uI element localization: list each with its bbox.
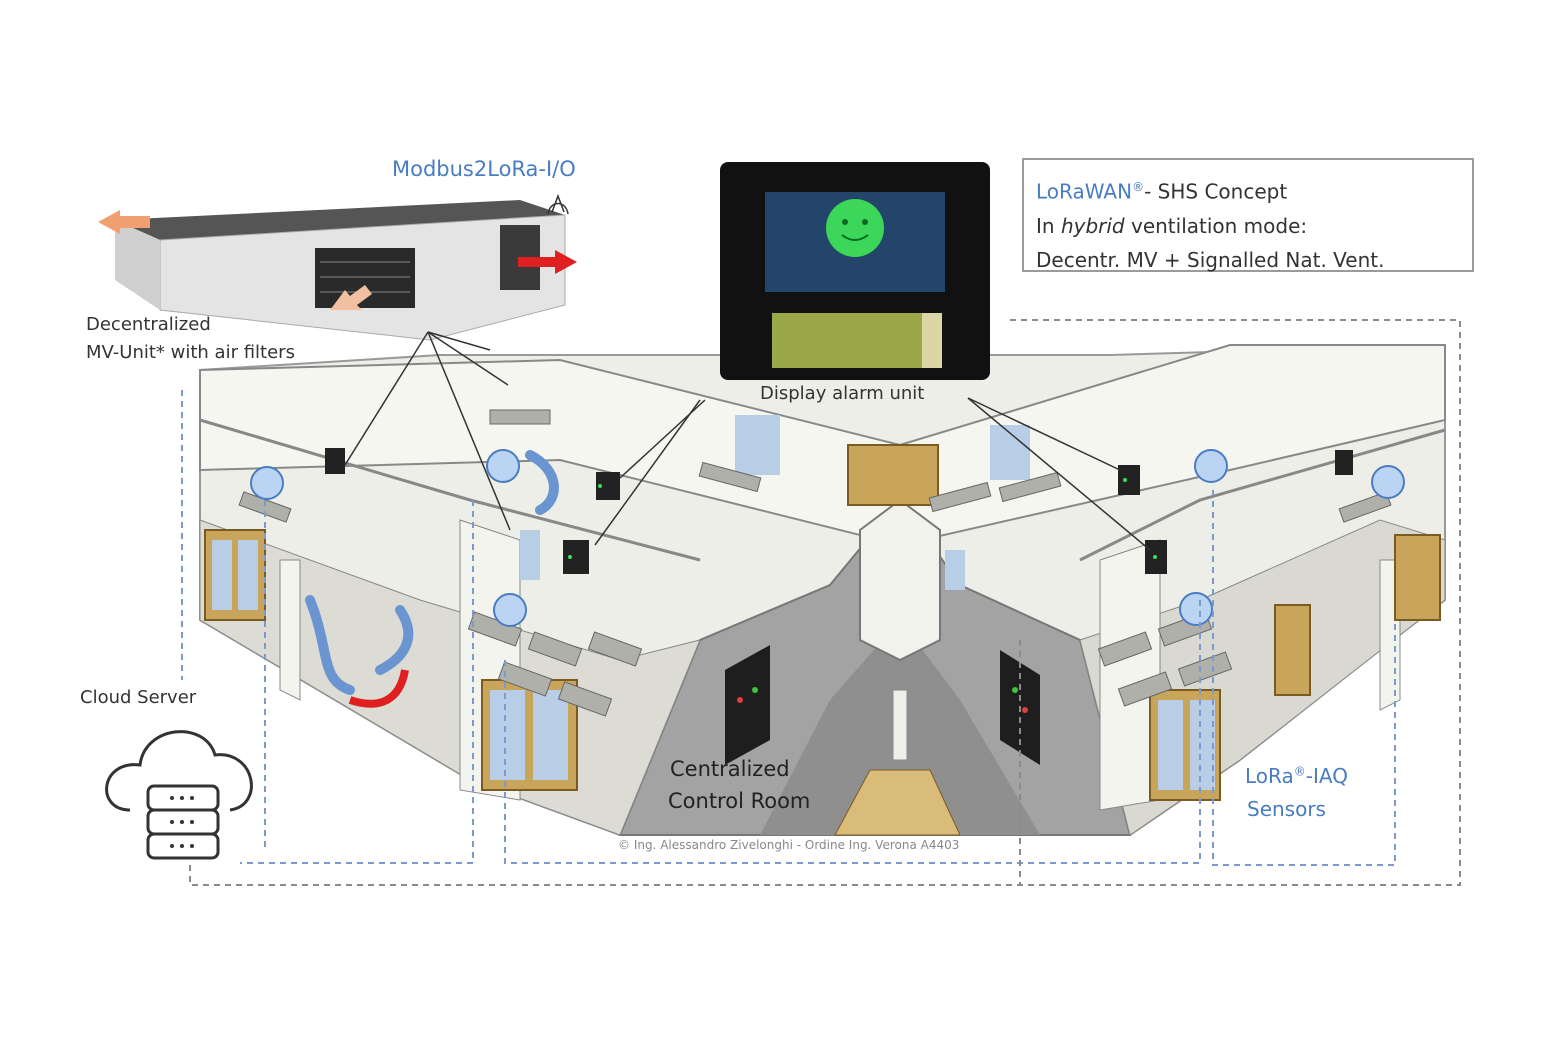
iaq-suffix: -IAQ bbox=[1305, 764, 1348, 788]
intake-arrow bbox=[518, 250, 577, 274]
iaq-sensors-label-line1: LoRa®-IAQ bbox=[1245, 764, 1348, 788]
mv-unit-label-line2: MV-Unit* with air filters bbox=[86, 342, 295, 363]
concept-brand: LoRaWAN bbox=[1036, 179, 1133, 204]
mv-unit-label-line1: Decentralized bbox=[86, 314, 211, 335]
concept-line1-rest: - SHS Concept bbox=[1144, 179, 1288, 204]
concept-line2-em: hybrid bbox=[1060, 213, 1125, 238]
modbus-label: Modbus2LoRa-I/O bbox=[392, 157, 576, 181]
display-alarm-label: Display alarm unit bbox=[760, 383, 925, 404]
supply-arrow bbox=[330, 285, 372, 310]
iaq-sensors bbox=[250, 449, 1405, 627]
concept-reg: ® bbox=[1132, 180, 1145, 194]
red-airflow-arrow bbox=[348, 669, 409, 708]
exhaust-arrow bbox=[98, 210, 150, 234]
server-dots bbox=[170, 796, 194, 848]
control-room-label-line1: Centralized bbox=[670, 757, 790, 781]
iaq-prefix: LoRa bbox=[1245, 764, 1294, 788]
cloud-server-icon bbox=[105, 730, 253, 860]
display-led bbox=[568, 478, 1157, 559]
concept-line2-post: ventilation mode: bbox=[1124, 213, 1308, 238]
cloud-server-label: Cloud Server bbox=[80, 687, 197, 708]
copyright-credit: © Ing. Alessandro Zivelonghi - Ordine In… bbox=[618, 838, 960, 852]
leader-lines bbox=[344, 331, 1151, 551]
airflow-arrows bbox=[305, 450, 559, 695]
concept-line2-pre: In bbox=[1036, 213, 1061, 238]
iaq-sensors-label-line2: Sensors bbox=[1247, 797, 1326, 821]
building-floor bbox=[199, 343, 1446, 836]
concept-line2: In hybrid ventilation mode: bbox=[1036, 209, 1460, 243]
display-alarm-device bbox=[720, 162, 990, 380]
window-panes bbox=[212, 415, 1215, 790]
concept-line3: Decentr. MV + Signalled Nat. Vent. bbox=[1036, 247, 1385, 272]
concept-line1: LoRaWAN®- SHS Concept bbox=[1036, 170, 1460, 209]
antenna-icon bbox=[547, 193, 569, 215]
control-room-label-line2: Control Room bbox=[668, 789, 811, 813]
concept-box: LoRaWAN®- SHS Concept In hybrid ventilat… bbox=[1022, 158, 1474, 272]
network-links bbox=[181, 319, 1461, 886]
iaq-reg: ® bbox=[1293, 764, 1306, 779]
